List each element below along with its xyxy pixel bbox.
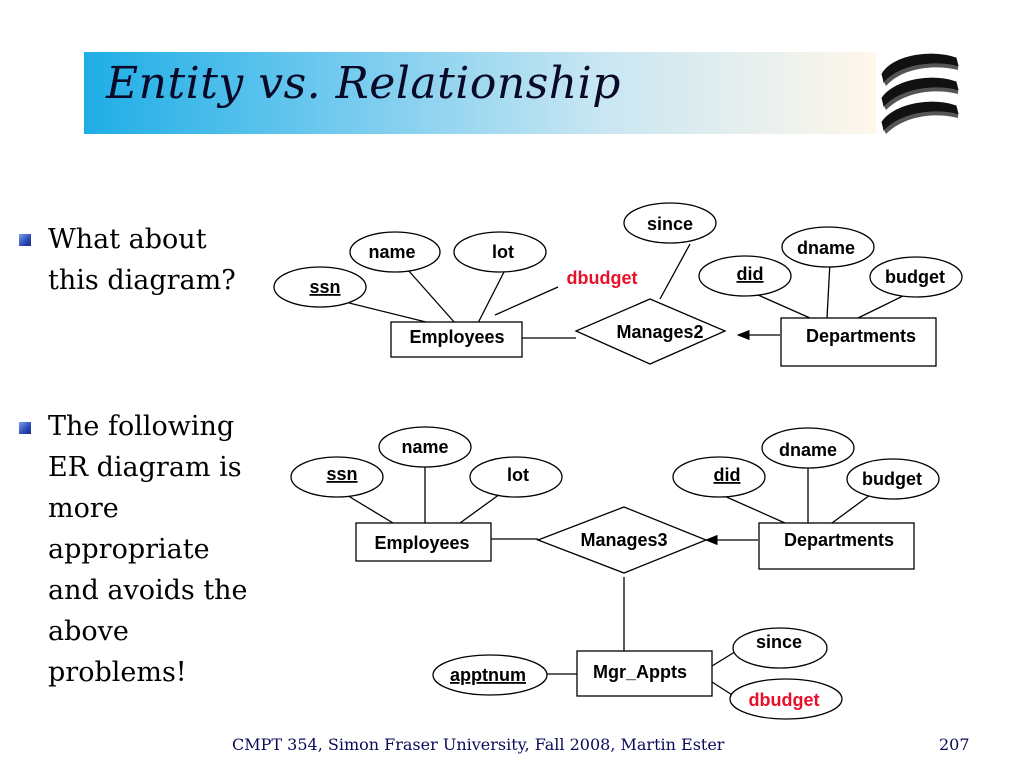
bullet-2-line: ER diagram is bbox=[48, 452, 242, 483]
attr-dbudget-label: dbudget bbox=[567, 268, 638, 288]
attr-name: name bbox=[349, 231, 441, 273]
attr-did-label: did bbox=[714, 465, 741, 485]
bullet-2-line: above bbox=[48, 616, 129, 647]
attr-ssn-label: ssn bbox=[309, 277, 340, 297]
entity-mgr-appts-label: Mgr_Appts bbox=[593, 662, 687, 682]
entity-employees-label: Employees bbox=[409, 327, 504, 347]
entity-departments-label: Departments bbox=[784, 530, 894, 550]
footer-text: CMPT 354, Simon Fraser University, Fall … bbox=[232, 735, 725, 754]
slide-title: Entity vs. Relationship bbox=[106, 58, 621, 109]
attr-did: did bbox=[672, 456, 766, 498]
diagram-2: ssn name lot did dname budget Employees bbox=[290, 426, 940, 720]
database-logo-icon bbox=[881, 53, 959, 134]
bullet-2-line: more bbox=[48, 493, 119, 524]
attr-budget: budget bbox=[869, 256, 963, 298]
attr-lot-label: lot bbox=[507, 465, 529, 485]
attr-since: since bbox=[732, 627, 828, 669]
entity-employees: Employees bbox=[355, 522, 492, 562]
attr-did-label: did bbox=[737, 264, 764, 284]
attr-budget-label: budget bbox=[885, 267, 945, 287]
entity-departments-label: Departments bbox=[806, 326, 916, 346]
entity-departments: Departments bbox=[758, 522, 915, 570]
attr-lot: lot bbox=[469, 456, 563, 498]
attr-since: since bbox=[623, 202, 717, 244]
attr-dname-label: dname bbox=[779, 440, 837, 460]
bullet-2-line: problems! bbox=[48, 657, 187, 688]
title-banner bbox=[84, 52, 876, 134]
bullet-icon bbox=[19, 422, 31, 434]
attr-lot: lot bbox=[453, 231, 547, 273]
entity-departments: Departments bbox=[780, 317, 937, 367]
bullet-text-1: What about this diagram? bbox=[48, 219, 236, 301]
attr-dbudget-label: dbudget bbox=[749, 690, 820, 710]
attr-dname-label: dname bbox=[797, 238, 855, 258]
attr-budget-label: budget bbox=[862, 469, 922, 489]
page-number: 207 bbox=[939, 735, 970, 754]
bullet-icon bbox=[19, 234, 31, 246]
attr-name-label: name bbox=[401, 437, 448, 457]
bullet-1-line: What about bbox=[48, 224, 207, 255]
bullet-1-line: this diagram? bbox=[48, 265, 236, 296]
relationship-manages3-label: Manages3 bbox=[580, 530, 667, 550]
entity-employees: Employees bbox=[390, 321, 523, 358]
bullet-2-line: The following bbox=[48, 411, 235, 442]
attr-dbudget: dbudget bbox=[729, 678, 843, 720]
diagram-1: ssn name lot dbudget since did dname bud… bbox=[273, 202, 963, 367]
attr-apptnum-label: apptnum bbox=[450, 665, 526, 685]
entity-mgr-appts: Mgr_Appts bbox=[576, 650, 713, 697]
bullet-text-2: The following ER diagram is more appropr… bbox=[48, 406, 248, 693]
attr-did: did bbox=[698, 255, 792, 297]
entity-employees-label: Employees bbox=[374, 533, 469, 553]
bullet-2-line: appropriate bbox=[48, 534, 210, 565]
attr-name-label: name bbox=[368, 242, 415, 262]
attr-since-label: since bbox=[756, 632, 802, 652]
bullet-2-line: and avoids the bbox=[48, 575, 248, 606]
attr-ssn-label: ssn bbox=[326, 464, 357, 484]
relationship-manages2: Manages2 bbox=[574, 298, 727, 365]
relationship-manages3: Manages3 bbox=[536, 506, 708, 574]
attr-since-label: since bbox=[647, 214, 693, 234]
attr-dname: dname bbox=[781, 226, 875, 268]
relationship-manages2-label: Manages2 bbox=[616, 322, 703, 342]
attr-ssn: ssn bbox=[273, 266, 367, 308]
attr-name: name bbox=[378, 426, 472, 468]
attr-dname: dname bbox=[761, 427, 855, 469]
attr-apptnum: apptnum bbox=[432, 654, 548, 696]
attr-lot-label: lot bbox=[492, 242, 514, 262]
attr-ssn: ssn bbox=[290, 456, 384, 498]
attr-budget: budget bbox=[846, 458, 940, 500]
